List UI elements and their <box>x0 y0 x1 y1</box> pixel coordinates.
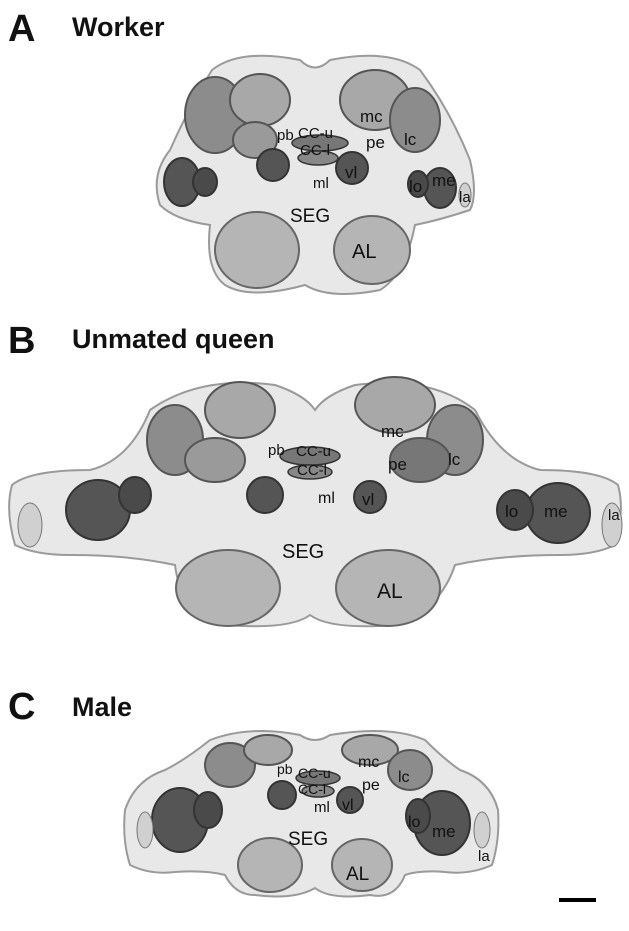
label-la: la <box>478 848 490 865</box>
label-mc: mc <box>381 422 404 441</box>
label-vl: vl <box>345 163 357 182</box>
label-cc-u: CC-u <box>296 443 331 460</box>
label-al: AL <box>377 580 403 603</box>
label-cc-l: CC-l <box>300 142 330 159</box>
label-lc: lc <box>398 769 410 786</box>
label-lc: lc <box>404 130 417 149</box>
scale-bar <box>559 898 596 902</box>
label-pe: pe <box>362 777 380 794</box>
label-pe: pe <box>388 455 407 474</box>
label-pb: pb <box>268 442 285 459</box>
label-pb: pb <box>277 127 294 144</box>
panel-worker: A Worker mc pb CC-u CC-l pe lc vl ml <box>0 0 629 310</box>
label-vl: vl <box>362 490 374 509</box>
label-la: la <box>459 189 471 206</box>
label-lo: lo <box>408 814 421 831</box>
label-ml: ml <box>318 490 335 507</box>
label-la: la <box>608 507 620 524</box>
label-seg: SEG <box>290 206 330 227</box>
label-pe: pe <box>366 133 385 152</box>
label-cc-l: CC-l <box>297 462 327 479</box>
brain-diagram-unmated-queen: mc pb CC-u CC-l pe lc vl ml lo me la SEG… <box>0 310 629 670</box>
label-me: me <box>432 171 456 190</box>
label-al: AL <box>346 864 369 885</box>
brain-diagram-worker: mc pb CC-u CC-l pe lc vl ml lo me la SEG… <box>0 0 629 310</box>
label-pb: pb <box>277 761 293 777</box>
label-cc-u: CC-u <box>298 125 333 142</box>
label-cc-l: CC-l <box>298 781 326 797</box>
label-me: me <box>544 502 568 521</box>
brain-diagram-male: mc pb CC-u CC-l pe lc vl ml lo me la SEG… <box>0 670 629 931</box>
panel-unmated-queen: B Unmated queen mc pb CC-u CC-l pe lc <box>0 310 629 670</box>
label-ml: ml <box>314 799 330 816</box>
label-cc-u: CC-u <box>298 765 331 781</box>
label-al: AL <box>352 241 376 263</box>
label-mc: mc <box>358 754 379 771</box>
label-lo: lo <box>505 502 518 521</box>
label-seg: SEG <box>288 829 328 850</box>
label-seg: SEG <box>282 541 324 563</box>
panel-male: C Male mc pb CC-u CC-l pe lc vl ml lo me <box>0 670 629 931</box>
label-lc: lc <box>448 450 461 469</box>
label-me: me <box>432 822 456 841</box>
label-ml: ml <box>313 175 329 192</box>
label-vl: vl <box>342 797 354 814</box>
label-mc: mc <box>360 107 383 126</box>
label-lo: lo <box>409 177 422 196</box>
